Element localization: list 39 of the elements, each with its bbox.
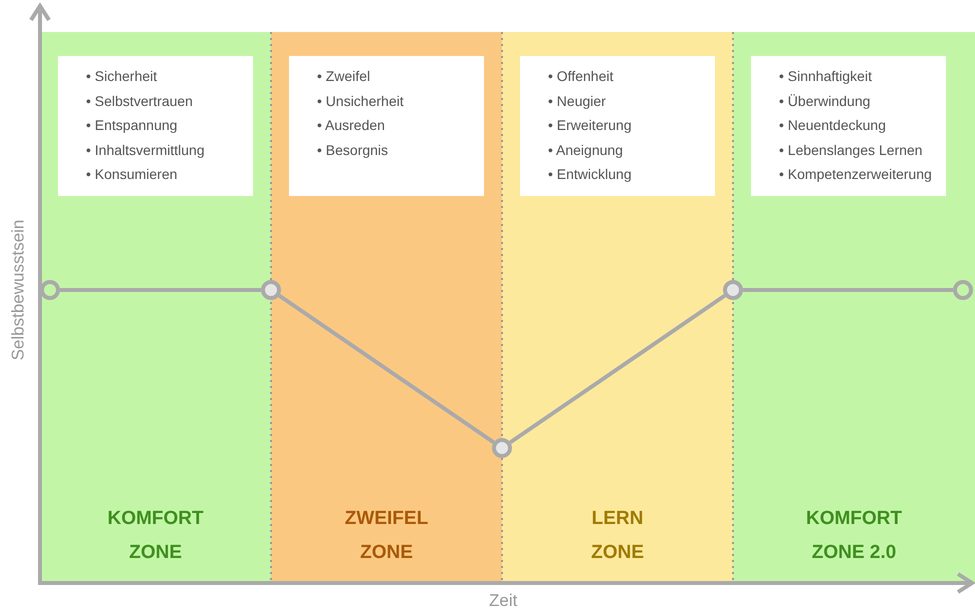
zone-label: KOMFORT ZONE [106,507,205,565]
axis-label: Zeit [489,591,518,611]
bullet-item: • Offenheit [548,67,614,86]
point-marker [953,280,973,300]
trend-line [278,294,495,444]
bullet-item: • Lebenslanges Lernen [779,140,924,160]
point-marker [40,280,60,300]
zone-band [733,32,975,583]
bullet-item: • Ausreden [317,116,386,135]
trend-line [60,288,261,292]
bullet-item: • Neugier [548,92,607,111]
zone-band [40,32,271,583]
text-card [58,56,253,196]
text-card [289,56,484,196]
bullet-item: • Selbstvertrauen [86,92,194,110]
trend-line [509,294,726,444]
zone-band [502,32,733,583]
bullet-item: • Kompetenzerweiterung [779,165,933,184]
text-card [520,56,715,196]
bullet-item: • Sinnhaftigkeit [779,67,873,86]
bullet-item: • Neuentdeckung [779,116,887,135]
bullet-item: • Besorgnis [317,140,390,160]
bullet-item: • Unsicherheit [317,92,405,110]
trend-line [743,288,953,292]
bullet-item: • Entspannung [86,116,178,135]
bullet-item: • Überwindung [779,92,872,111]
text-card [751,56,946,196]
zone-label: KOMFORT ZONE 2.0 [804,507,904,565]
bullet-item: • Aneignung [548,140,624,160]
bullet-item: • Zweifel [317,67,372,86]
zone-label: LERN ZONE [590,507,645,565]
axis-label: Selbstbewusstsein [8,220,28,360]
bullet-item: • Inhaltsvermittlung [86,140,206,160]
bullet-item: • Erweiterung [548,116,632,135]
bullet-item: • Sicherheit [86,67,158,86]
bullet-item: • Entwicklung [548,165,632,184]
zone-label: ZWEIFEL ZONE [344,507,430,565]
bullet-item: • Konsumieren [86,165,178,184]
zone-band [271,32,502,583]
